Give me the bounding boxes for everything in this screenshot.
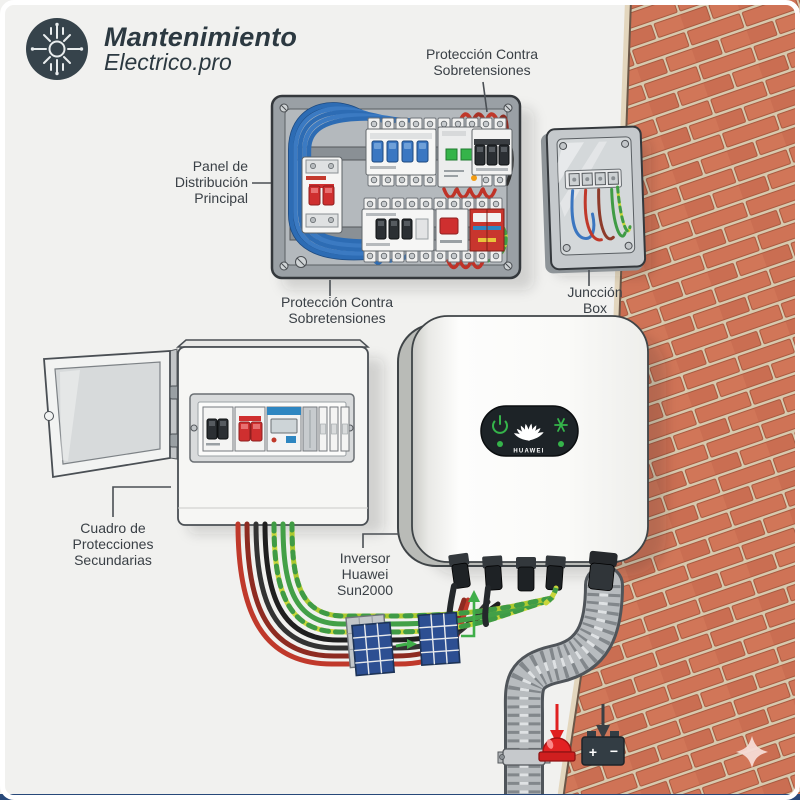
callout-line: Distribución (174, 174, 248, 191)
brand-logo-circuit-hub-icon (26, 18, 88, 80)
red-down-arrow (550, 704, 564, 744)
callout-leader (362, 533, 399, 548)
surge-protection-device-bottom (435, 208, 469, 252)
solar-panel-icon-2 (417, 611, 461, 667)
sparkle-icon (736, 736, 768, 768)
brand-subtitle: Electrico.pro (104, 49, 232, 76)
callout-line: Box (582, 300, 608, 317)
callout-line: Sun2000 (336, 582, 394, 599)
board-door (43, 348, 180, 479)
callout-junction-box: Juncción Box (545, 284, 645, 316)
junction-terminals (564, 168, 622, 190)
breaker-black (471, 128, 513, 176)
huawei-inverter: HUAWEI (397, 315, 649, 633)
status-led-right (558, 441, 564, 447)
status-led-left (497, 441, 503, 447)
inverter-connectors (446, 550, 618, 633)
callout-line: Principal (194, 190, 248, 207)
callout-line: Protección Contra (280, 294, 394, 310)
callout-line: Cuadro de (80, 520, 146, 536)
energy-meter (266, 406, 302, 452)
battery-plus: + (589, 744, 597, 760)
top-breaker-row (365, 117, 513, 188)
door-handle (44, 411, 54, 421)
red-surge-modules (469, 208, 505, 252)
solar-panel-icon-1 (351, 621, 396, 677)
callout-main-panel: Panel de Distribución Principal (148, 158, 248, 207)
callout-line: Inversor (339, 550, 391, 566)
callout-line: Sobretensiones (288, 310, 386, 327)
brand-title: Mantenimiento (104, 21, 298, 52)
alarm-light-icon (538, 737, 576, 762)
board-breaker-row (202, 406, 350, 452)
callout-line: Secundarias (74, 552, 152, 569)
callout-surge-top: Protección Contra Sobretensiones (392, 46, 572, 78)
callout-line: Protección Contra (425, 46, 539, 62)
battery-icon: + − (581, 731, 625, 766)
blue-wires (288, 102, 419, 265)
junction-wires (570, 185, 632, 242)
callout-line: Huawei (341, 566, 389, 583)
callout-leader (112, 486, 171, 517)
bottom-bar (0, 794, 800, 800)
callout-inverter: Inversor Huawei Sun2000 (305, 550, 425, 599)
callout-line: Protecciones (72, 536, 154, 553)
black-down-arrow (596, 704, 610, 739)
surge-protection-device-top (437, 126, 483, 188)
brand-header: Mantenimiento Electrico.pro (24, 16, 297, 82)
callout-leaders (112, 81, 590, 548)
callout-line: Panel de (192, 158, 248, 174)
flexible-conduit (503, 565, 624, 800)
eco-grid-icon (554, 418, 568, 432)
callout-secondary-board: Cuadro de Protecciones Secundarias (43, 520, 183, 569)
green-flow-arrow (395, 639, 417, 649)
callout-line: Juncción (567, 284, 623, 300)
main-distribution-panel (270, 94, 522, 280)
callout-leader (482, 81, 488, 113)
junction-screws (559, 139, 633, 252)
inverter-display-badge: HUAWEI (480, 405, 579, 457)
panel-screws (279, 103, 513, 271)
secondary-protection-board (43, 339, 370, 526)
callout-surge-bottom: Protección Contra Sobretensiones (247, 294, 427, 326)
breaker-blue (365, 128, 437, 176)
green-up-arrow (461, 590, 480, 638)
callout-line: Sobretensiones (433, 62, 531, 79)
left-red-breaker (301, 156, 343, 234)
power-icon (492, 415, 508, 434)
battery-minus: − (610, 743, 618, 759)
inverter-brand-text: HUAWEI (513, 449, 544, 455)
bottom-breaker-row (361, 197, 505, 263)
junction-box (540, 125, 647, 274)
